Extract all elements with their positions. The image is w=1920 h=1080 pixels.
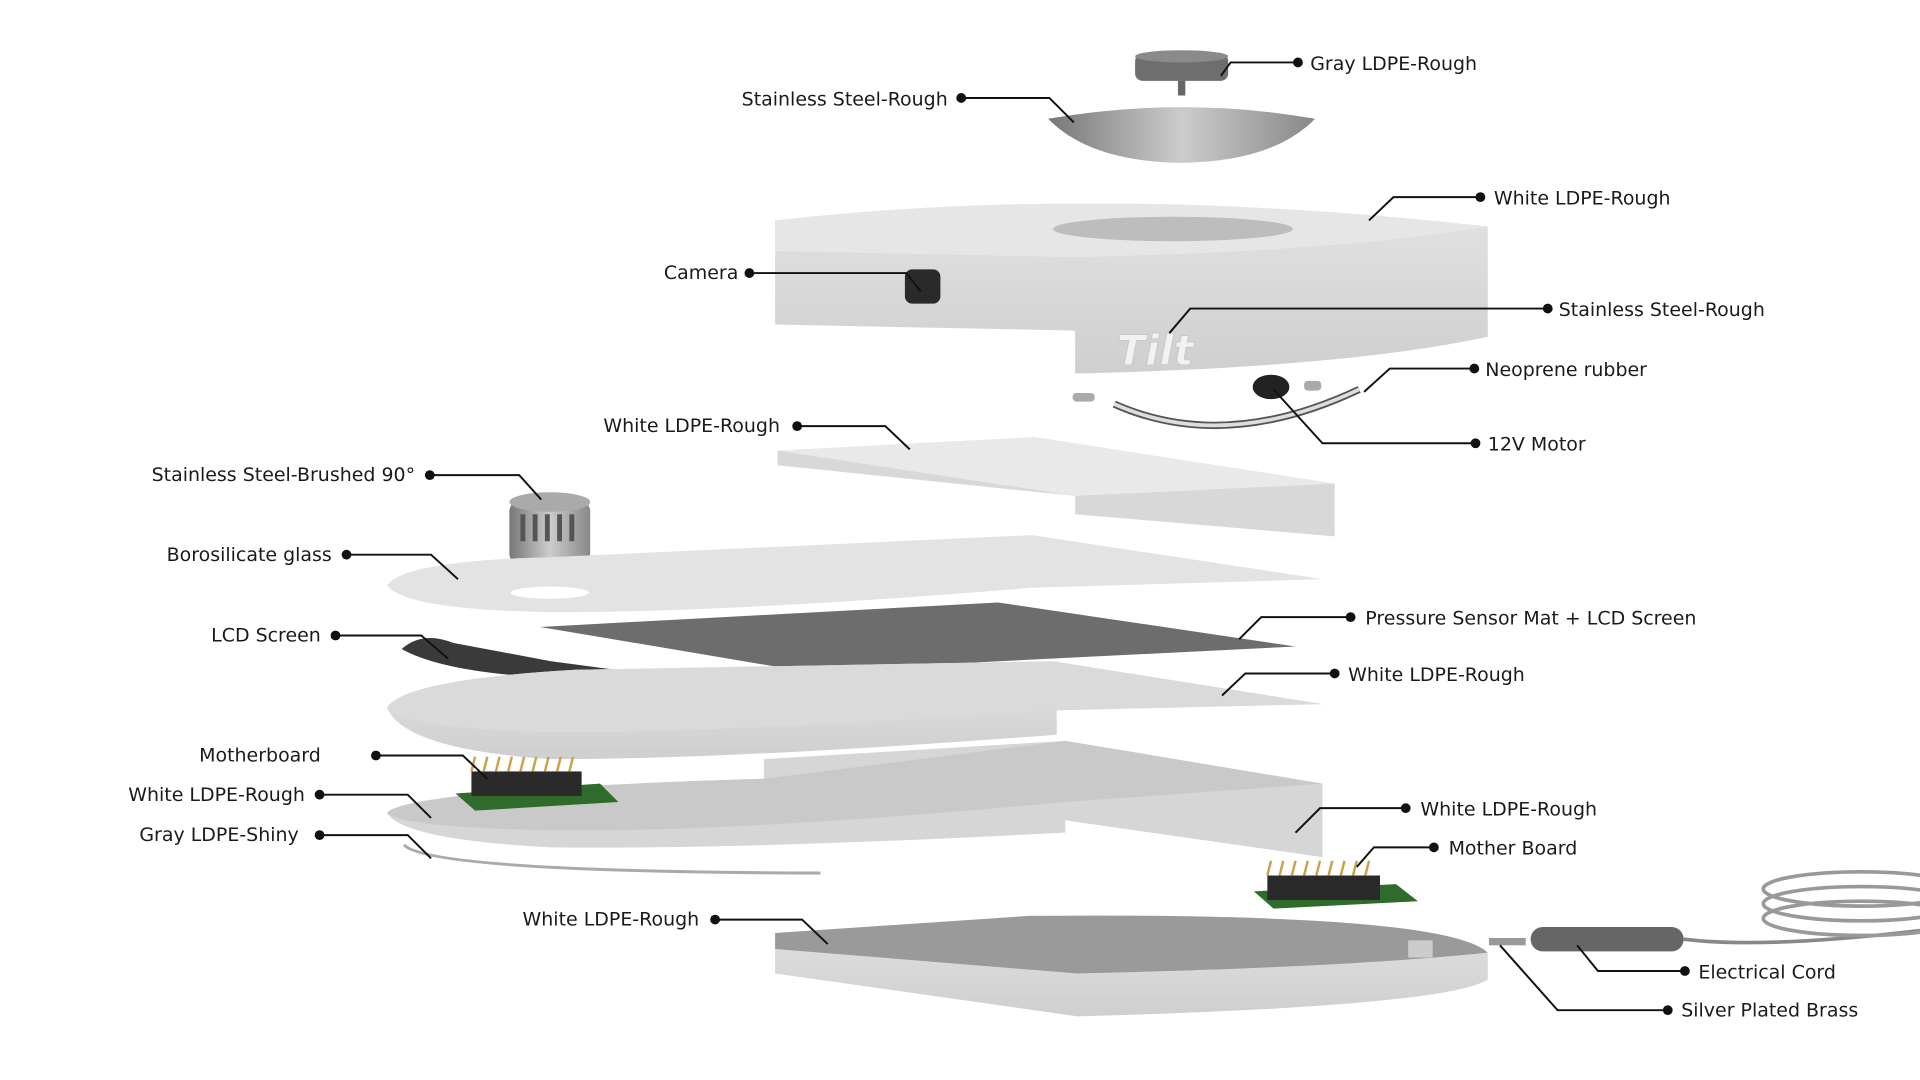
callout-white-ldpe-base: White LDPE-Rough xyxy=(523,909,829,945)
callout-white-ldpe-tray: White LDPE-Rough xyxy=(1221,664,1525,697)
motor-assembly xyxy=(1072,374,1361,429)
lcd-screen xyxy=(401,637,662,678)
steel-dish xyxy=(1048,107,1316,163)
callout-label: White LDPE-Rough xyxy=(523,909,700,931)
callout-mother-board: Mother Board xyxy=(1355,838,1578,868)
callout-label: White LDPE-Rough xyxy=(128,784,305,806)
callout-label: Camera xyxy=(664,262,738,284)
callout-stainless-brushed: Stainless Steel-Brushed 90° xyxy=(152,464,542,501)
callout-borosilicate-glass: Borosilicate glass xyxy=(167,544,459,580)
callout-white-ldpe-side: White LDPE-Rough xyxy=(1294,799,1597,834)
base-plate xyxy=(775,915,1488,1017)
callout-label: White LDPE-Rough xyxy=(603,415,780,437)
steel-cylinder xyxy=(509,492,591,566)
callout-label: Stainless Steel-Brushed 90° xyxy=(152,464,416,486)
motherboard-left xyxy=(455,756,619,811)
callout-label: Stainless Steel-Rough xyxy=(1559,299,1765,321)
callout-label: LCD Screen xyxy=(211,625,321,647)
motherboard-right xyxy=(1253,860,1418,909)
callouts: Gray LDPE-Rough Stainless Steel-Rough Wh… xyxy=(128,53,1858,1022)
callout-motherboard: Motherboard xyxy=(199,745,489,780)
callout-white-ldpe-plate: White LDPE-Rough xyxy=(603,415,911,451)
callout-electrical-cord: Electrical Cord xyxy=(1576,944,1836,983)
callout-stainless-steel-dish: Stainless Steel-Rough xyxy=(742,88,1075,124)
top-housing: Tilt xyxy=(775,203,1488,375)
callout-silver-plated-brass: Silver Plated Brass xyxy=(1499,944,1858,1021)
callout-label: Neoprene rubber xyxy=(1485,359,1647,381)
callout-label: 12V Motor xyxy=(1488,434,1586,456)
callout-label: Pressure Sensor Mat + LCD Screen xyxy=(1365,607,1696,629)
gray-knob xyxy=(1135,50,1229,96)
callout-label: Gray LDPE-Shiny xyxy=(139,824,298,846)
white-plate-1 xyxy=(777,437,1335,537)
callout-label: Motherboard xyxy=(199,745,321,767)
callout-gray-ldpe-rough: Gray LDPE-Rough xyxy=(1220,53,1477,77)
electrical-cord xyxy=(1488,870,1920,952)
callout-label: Electrical Cord xyxy=(1698,961,1836,983)
gray-shiny-ring xyxy=(402,843,821,875)
callout-gray-ldpe-shiny: Gray LDPE-Shiny xyxy=(139,824,432,860)
white-tray-3 xyxy=(386,740,1323,858)
tilt-logo: Tilt xyxy=(1117,326,1196,375)
white-tray-2 xyxy=(386,661,1323,760)
callout-label: White LDPE-Rough xyxy=(1348,664,1525,686)
callout-lcd-screen: LCD Screen xyxy=(211,625,449,660)
glass-plate xyxy=(386,535,1323,613)
callout-neoprene-rubber: Neoprene rubber xyxy=(1363,359,1647,393)
callout-stainless-steel-logo: Stainless Steel-Rough xyxy=(1168,299,1765,334)
callout-white-ldpe-housing: White LDPE-Rough xyxy=(1368,187,1671,222)
callout-label: Silver Plated Brass xyxy=(1681,999,1858,1021)
parts: Tilt xyxy=(386,50,1920,1017)
callout-white-ldpe-lower: White LDPE-Rough xyxy=(128,784,432,819)
callout-12v-motor: 12V Motor xyxy=(1272,388,1586,456)
callout-label: Borosilicate glass xyxy=(167,544,332,566)
callout-camera: Camera xyxy=(664,262,922,293)
callout-label: Stainless Steel-Rough xyxy=(742,88,948,110)
callout-pressure-sensor: Pressure Sensor Mat + LCD Screen xyxy=(1238,607,1696,640)
callout-label: White LDPE-Rough xyxy=(1420,799,1597,821)
callout-label: Mother Board xyxy=(1449,838,1578,860)
pressure-sensor-mat xyxy=(540,602,1296,672)
callout-label: Gray LDPE-Rough xyxy=(1310,53,1477,75)
callout-label: White LDPE-Rough xyxy=(1494,187,1671,209)
